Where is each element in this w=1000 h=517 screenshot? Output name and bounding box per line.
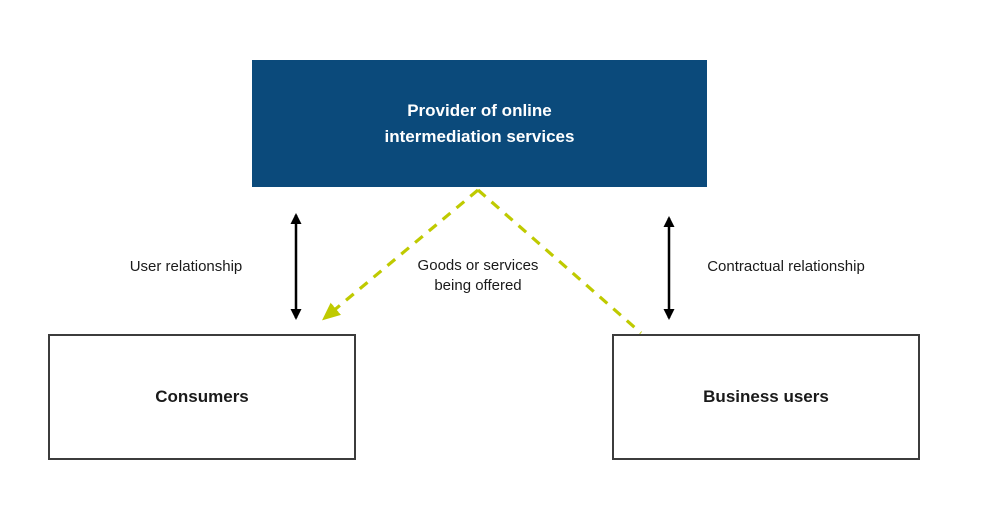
contractual-relationship-label: Contractual relationship [707,257,865,275]
consumers-label: Consumers [155,387,249,407]
goods-services-label: Goods or services being offered [417,256,539,294]
provider-label: Provider of online intermediation servic… [384,101,575,146]
user-relationship-label: User relationship [129,257,243,275]
business-users-label: Business users [703,387,829,407]
provider-box: Provider of online intermediation servic… [252,60,707,187]
consumers-box: Consumers [48,334,356,460]
business-users-box: Business users [612,334,920,460]
